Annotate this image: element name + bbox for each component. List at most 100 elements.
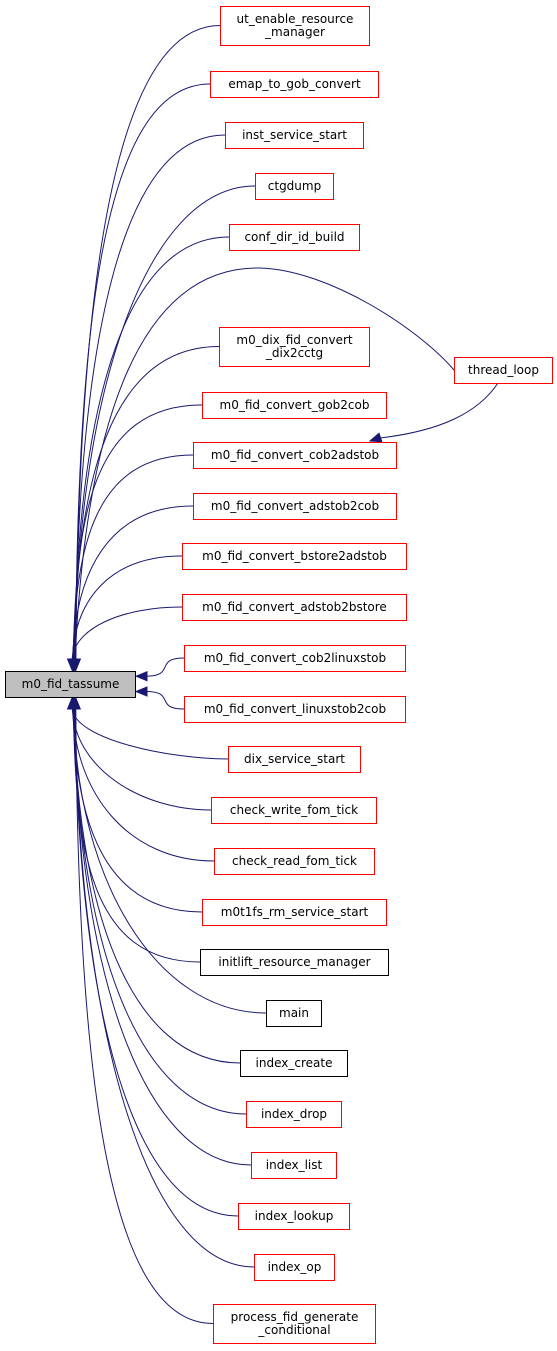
node-box[interactable] xyxy=(220,6,370,46)
node-m0_fid_tassume[interactable]: m0_fid_tassume xyxy=(5,671,136,698)
node-index_drop[interactable]: index_drop xyxy=(246,1101,342,1128)
node-label: index_list xyxy=(266,1158,323,1172)
edges-layer xyxy=(66,25,499,1324)
node-label: thread_loop xyxy=(468,363,539,377)
edge-thread_loop-to-m0_fid_convert_cob2adstob xyxy=(368,382,499,443)
node-main[interactable]: main xyxy=(266,1000,322,1027)
node-label: dix_service_start xyxy=(244,752,345,766)
edge-m0_fid_convert_gob2cob-to-m0_fid_tassume xyxy=(68,404,203,672)
node-m0_fid_convert_cob2adstob[interactable]: m0_fid_convert_cob2adstob xyxy=(193,442,397,469)
node-box[interactable] xyxy=(5,671,136,698)
node-box[interactable] xyxy=(213,1304,376,1344)
node-m0_fid_convert_gob2cob[interactable]: m0_fid_convert_gob2cob xyxy=(202,392,387,419)
node-label: m0_fid_convert_linuxstob2cob xyxy=(204,702,386,716)
node-m0_fid_convert_cob2linuxstob[interactable]: m0_fid_convert_cob2linuxstob xyxy=(184,645,406,672)
node-box[interactable] xyxy=(219,327,370,367)
node-label: m0_fid_convert_cob2adstob xyxy=(211,448,379,462)
node-m0_fid_convert_adstob2cob[interactable]: m0_fid_convert_adstob2cob xyxy=(193,493,397,520)
node-ctgdump[interactable]: ctgdump xyxy=(255,173,334,200)
edge-m0_fid_convert_adstob2bstore-to-m0_fid_tassume xyxy=(66,606,183,672)
node-box[interactable] xyxy=(454,357,553,384)
node-label: m0_fid_convert_bstore2adstob xyxy=(202,549,387,563)
node-label: _manager xyxy=(264,25,325,39)
node-conf_dir_id_build[interactable]: conf_dir_id_build xyxy=(229,224,360,251)
node-m0_fid_convert_adstob2bstore[interactable]: m0_fid_convert_adstob2bstore xyxy=(182,594,407,621)
node-box[interactable] xyxy=(193,493,397,520)
edge-index_list-to-m0_fid_tassume xyxy=(69,696,252,1166)
edge-line xyxy=(145,657,185,677)
node-box[interactable] xyxy=(251,1152,337,1179)
node-thread_loop[interactable]: thread_loop xyxy=(454,357,553,384)
node-m0_fid_convert_bstore2adstob[interactable]: m0_fid_convert_bstore2adstob xyxy=(182,543,407,570)
edge-line xyxy=(74,707,252,1166)
node-inst_service_start[interactable]: inst_service_start xyxy=(225,122,364,149)
node-label: emap_to_gob_convert xyxy=(228,77,361,91)
node-check_write_fom_tick[interactable]: check_write_fom_tick xyxy=(211,797,377,824)
edge-line xyxy=(72,454,194,661)
node-box[interactable] xyxy=(182,543,407,570)
edge-line xyxy=(379,382,499,439)
node-process_fid_generate_conditional[interactable]: process_fid_generate_conditional xyxy=(213,1304,376,1344)
node-box[interactable] xyxy=(193,442,397,469)
edge-index_op-to-m0_fid_tassume xyxy=(70,696,255,1268)
edge-ut_enable_resource_manager-to-m0_fid_tassume xyxy=(70,25,221,672)
node-label: m0t1fs_rm_service_start xyxy=(221,905,369,919)
node-box[interactable] xyxy=(246,1101,342,1128)
node-box[interactable] xyxy=(214,848,375,875)
node-initlift_resource_manager[interactable]: initlift_resource_manager xyxy=(200,949,389,976)
node-index_create[interactable]: index_create xyxy=(240,1050,348,1077)
node-box[interactable] xyxy=(202,899,387,926)
edge-arrowhead xyxy=(134,670,148,682)
node-box[interactable] xyxy=(211,797,377,824)
edge-line xyxy=(73,707,267,1014)
edge-m0_fid_convert_cob2linuxstob-to-m0_fid_tassume xyxy=(134,657,185,682)
node-box[interactable] xyxy=(225,122,364,149)
node-dix_service_start[interactable]: dix_service_start xyxy=(228,746,361,773)
edge-line xyxy=(74,267,455,661)
node-label: main xyxy=(279,1006,309,1020)
edge-line xyxy=(72,505,194,661)
nodes-layer: m0_fid_tassume ut_enable_resource_manager… xyxy=(5,6,553,1344)
edge-index_create-to-m0_fid_tassume xyxy=(68,696,241,1064)
node-box[interactable] xyxy=(184,645,406,672)
edge-arrowhead xyxy=(70,696,82,710)
node-box[interactable] xyxy=(182,594,407,621)
node-label: index_lookup xyxy=(255,1209,334,1223)
edge-line xyxy=(75,83,211,661)
edge-line xyxy=(71,555,183,661)
node-m0t1fs_rm_service_start[interactable]: m0t1fs_rm_service_start xyxy=(202,899,387,926)
node-box[interactable] xyxy=(240,1050,348,1077)
node-box[interactable] xyxy=(184,696,406,723)
node-label: ut_enable_resource xyxy=(237,12,354,26)
edge-line xyxy=(74,707,255,1268)
node-box[interactable] xyxy=(238,1203,350,1230)
node-emap_to_gob_convert[interactable]: emap_to_gob_convert xyxy=(210,71,379,98)
node-index_lookup[interactable]: index_lookup xyxy=(238,1203,350,1230)
edge-line xyxy=(73,707,241,1064)
edge-line xyxy=(72,707,215,862)
node-label: index_create xyxy=(256,1056,333,1070)
node-index_list[interactable]: index_list xyxy=(251,1152,337,1179)
node-box[interactable] xyxy=(210,71,379,98)
edge-line xyxy=(74,185,256,661)
node-index_op[interactable]: index_op xyxy=(254,1254,335,1281)
node-label: inst_service_start xyxy=(242,128,347,142)
node-label: initlift_resource_manager xyxy=(218,955,370,969)
node-label: ctgdump xyxy=(268,179,321,193)
node-m0_dix_fid_convert_dix2cctg[interactable]: m0_dix_fid_convert_dix2cctg xyxy=(219,327,370,367)
node-box[interactable] xyxy=(255,173,334,200)
node-check_read_fom_tick[interactable]: check_read_fom_tick xyxy=(214,848,375,875)
node-m0_fid_convert_linuxstob2cob[interactable]: m0_fid_convert_linuxstob2cob xyxy=(184,696,406,723)
node-box[interactable] xyxy=(254,1254,335,1281)
node-box[interactable] xyxy=(200,949,389,976)
node-ut_enable_resource_manager[interactable]: ut_enable_resource_manager xyxy=(220,6,370,46)
node-box[interactable] xyxy=(202,392,387,419)
edge-line xyxy=(75,707,214,1324)
node-box[interactable] xyxy=(228,746,361,773)
node-label: check_read_fom_tick xyxy=(232,854,357,868)
node-box[interactable] xyxy=(266,1000,322,1027)
node-box[interactable] xyxy=(229,224,360,251)
edge-process_fid_generate_conditional-to-m0_fid_tassume xyxy=(70,696,214,1324)
node-label: m0_fid_convert_adstob2cob xyxy=(211,499,379,513)
